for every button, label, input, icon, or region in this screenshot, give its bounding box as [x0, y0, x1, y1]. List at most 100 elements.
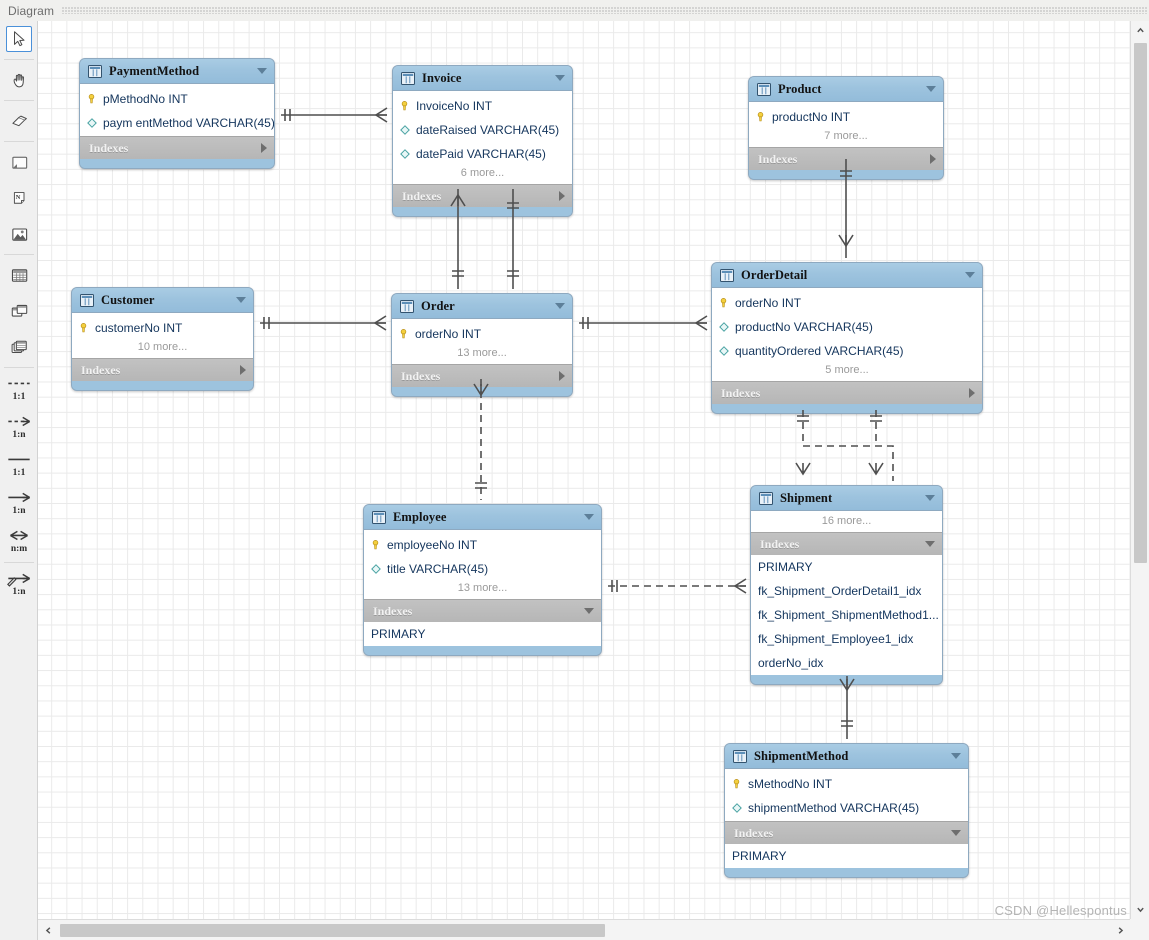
chevron-down-icon[interactable] [951, 830, 961, 836]
vertical-scroll-thumb[interactable] [1134, 43, 1147, 563]
table-column[interactable]: pMethodNo INT [80, 87, 274, 111]
table-column[interactable]: dateRaised VARCHAR(45) [393, 118, 572, 142]
chevron-down-icon[interactable] [555, 75, 565, 81]
chevron-right-icon[interactable] [559, 191, 565, 201]
table-header[interactable]: OrderDetail [712, 263, 982, 288]
indexes-section-header[interactable]: Indexes [80, 136, 274, 159]
scroll-left-button[interactable] [38, 920, 58, 940]
relation-1-1-identifying[interactable]: 1:1 [0, 370, 38, 408]
chevron-down-icon[interactable] [584, 514, 594, 520]
layer-tool[interactable] [0, 144, 38, 180]
chevron-down-icon[interactable] [965, 272, 975, 278]
image-tool[interactable] [0, 216, 38, 252]
tab-diagram[interactable]: Diagram [8, 3, 55, 18]
table-column[interactable]: productNo VARCHAR(45) [712, 315, 982, 339]
note-tool[interactable]: N [0, 180, 38, 216]
chevron-down-icon[interactable] [236, 297, 246, 303]
chevron-right-icon[interactable] [969, 388, 975, 398]
hand-tool[interactable] [0, 62, 38, 98]
relation-1-n-identifying[interactable]: 1:n [0, 408, 38, 446]
index-item[interactable]: PRIMARY [732, 849, 787, 863]
index-item[interactable]: fk_Shipment_OrderDetail1_idx [758, 584, 922, 598]
table-column[interactable]: productNo INT [749, 105, 943, 129]
chevron-right-icon[interactable] [559, 371, 565, 381]
more-columns-label[interactable]: 6 more... [393, 166, 572, 183]
pointer-tool[interactable] [0, 21, 38, 57]
chevron-down-icon[interactable] [555, 303, 565, 309]
table-header[interactable]: ShipmentMethod [725, 744, 968, 769]
indexes-section-header[interactable]: Indexes [392, 364, 572, 387]
table-column[interactable]: shipmentMethod VARCHAR(45) [725, 796, 968, 820]
table-header[interactable]: PaymentMethod [80, 59, 274, 84]
table-header[interactable]: Shipment [751, 486, 942, 511]
table-column[interactable]: sMethodNo INT [725, 772, 968, 796]
chevron-down-icon[interactable] [951, 753, 961, 759]
table-header[interactable]: Invoice [393, 66, 572, 91]
vertical-scrollbar[interactable] [1130, 21, 1149, 919]
indexes-section-header[interactable]: Indexes [749, 147, 943, 170]
indexes-section-header[interactable]: Indexes [751, 532, 942, 555]
more-columns-label[interactable]: 7 more... [749, 129, 943, 146]
indexes-section-header[interactable]: Indexes [725, 821, 968, 844]
horizontal-scrollbar[interactable] [38, 919, 1130, 940]
chevron-down-icon[interactable] [925, 541, 935, 547]
more-columns-label[interactable]: 10 more... [72, 340, 253, 357]
table-column[interactable]: customerNo INT [72, 316, 253, 340]
table-column[interactable]: datePaid VARCHAR(45) [393, 142, 572, 166]
table-column[interactable]: employeeNo INT [364, 533, 601, 557]
chevron-right-icon[interactable] [930, 154, 936, 164]
table-tool[interactable] [0, 257, 38, 293]
routine-group-tool[interactable] [0, 329, 38, 365]
relation-1-1-non-identifying[interactable]: 1:1 [0, 446, 38, 484]
table-column[interactable]: InvoiceNo INT [393, 94, 572, 118]
indexes-section-header[interactable]: Indexes [393, 184, 572, 207]
index-item[interactable]: fk_Shipment_Employee1_idx [758, 632, 914, 646]
scroll-down-button[interactable] [1131, 900, 1149, 919]
table-header[interactable]: Order [392, 294, 572, 319]
horizontal-scroll-thumb[interactable] [60, 924, 605, 937]
column-icon [400, 149, 413, 159]
chevron-right-icon[interactable] [261, 143, 267, 153]
table-column[interactable]: orderNo INT [392, 322, 572, 346]
eraser-tool[interactable] [0, 103, 38, 139]
chevron-right-icon[interactable] [240, 365, 246, 375]
relation-1-n-pick[interactable]: 1:n [0, 565, 38, 603]
index-item[interactable]: PRIMARY [371, 627, 426, 641]
table-column[interactable]: paym entMethod VARCHAR(45) [80, 111, 274, 135]
more-columns-label[interactable]: 16 more... [751, 514, 942, 531]
indexes-section-header[interactable]: Indexes [72, 358, 253, 381]
indexes-section-header[interactable]: Indexes [712, 381, 982, 404]
scroll-up-button[interactable] [1131, 21, 1149, 40]
relation-n-m[interactable]: n:m [0, 522, 38, 560]
chevron-down-icon[interactable] [257, 68, 267, 74]
table-column[interactable]: title VARCHAR(45) [364, 557, 601, 581]
table-column[interactable]: quantityOrdered VARCHAR(45) [712, 339, 982, 363]
table-column[interactable]: orderNo INT [712, 291, 982, 315]
more-columns-label[interactable]: 5 more... [712, 363, 982, 380]
view-tool[interactable] [0, 293, 38, 329]
chevron-down-icon[interactable] [926, 86, 936, 92]
index-item[interactable]: orderNo_idx [758, 656, 824, 670]
table-header[interactable]: Customer [72, 288, 253, 313]
index-item[interactable]: PRIMARY [758, 560, 813, 574]
scroll-right-button[interactable] [1110, 920, 1130, 940]
more-columns-label[interactable]: 13 more... [392, 346, 572, 363]
table-header[interactable]: Product [749, 77, 943, 102]
indexes-section-header[interactable]: Indexes [364, 599, 601, 622]
relation-1-n-non-identifying[interactable]: 1:n [0, 484, 38, 522]
more-columns-label[interactable]: 13 more... [364, 581, 601, 598]
chevron-down-icon[interactable] [584, 608, 594, 614]
index-item[interactable]: fk_Shipment_ShipmentMethod1... [758, 608, 939, 622]
table-header[interactable]: Employee [364, 505, 601, 530]
chevron-down-icon[interactable] [925, 495, 935, 501]
